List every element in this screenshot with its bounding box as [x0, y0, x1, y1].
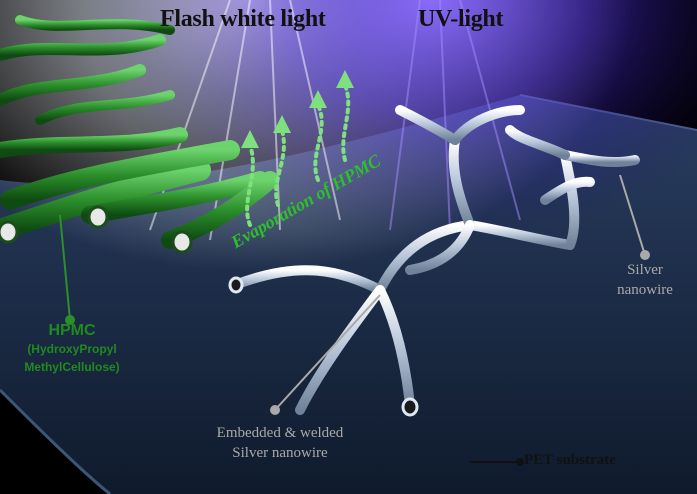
hpmc-full-name-line1: (HydroxyPropyl: [27, 342, 117, 356]
embedded-welded-label-line1: Embedded & welded: [216, 425, 344, 441]
flash-white-light-label: Flash white light: [160, 6, 326, 32]
hpmc-label-group: HPMC (HydroxyPropyl MethylCellulose): [22, 322, 122, 376]
hpmc-fiber-ends: [0, 205, 193, 254]
pointer-dots: [65, 250, 650, 466]
silver-nanowire-label-line1: Silver: [627, 262, 663, 278]
hpmc-label: HPMC: [48, 322, 96, 339]
evaporation-arrowheads: [241, 70, 354, 148]
evaporation-arrows: [245, 83, 351, 227]
nanowire-ends: [228, 276, 419, 417]
hpmc-full-name-line2: MethylCellulose): [24, 360, 120, 374]
pointer-lines: [59, 174, 646, 463]
pet-substrate-label: PET substrate: [524, 452, 616, 468]
uv-light-label: UV-light: [418, 6, 504, 32]
embedded-welded-label-line2: Silver nanowire: [232, 445, 328, 461]
hpmc-fibers: [0, 15, 279, 249]
silver-nanowire-label-line2: nanowire: [617, 282, 673, 298]
light-rays: [149, 0, 521, 241]
embedded-label-group: Embedded & welded Silver nanowire: [180, 423, 380, 463]
silver-nanowire-network: [230, 105, 640, 415]
silver-nanowire-label-group: Silver nanowire: [600, 260, 690, 300]
